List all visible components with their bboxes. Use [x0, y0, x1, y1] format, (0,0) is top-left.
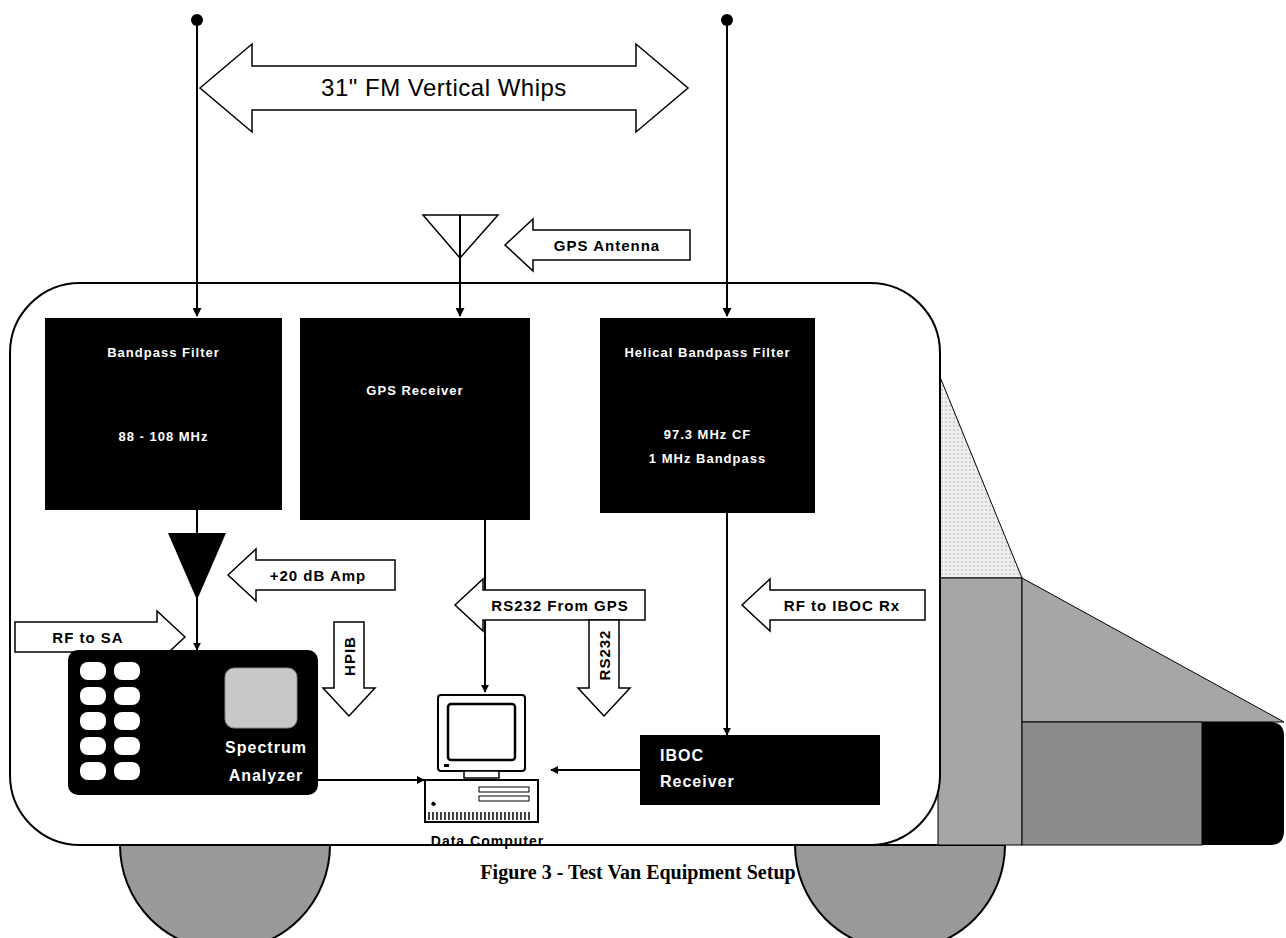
box-title: GPS Receiver [306, 382, 524, 399]
figure-caption: Figure 3 - Test Van Equipment Setup [480, 861, 795, 884]
bumper [1202, 722, 1284, 845]
box-title: Data Computer [430, 832, 545, 850]
signal-connector [726, 513, 728, 735]
panel-button [114, 687, 140, 705]
computer-illustration [424, 692, 539, 828]
panel-button [80, 662, 106, 680]
box-title: Bandpass Filter [51, 344, 276, 361]
filter-box: Helical Bandpass Filter 97.3 MHz CF 1 MHz … [600, 318, 815, 513]
hollow-arrow [323, 622, 375, 716]
analyzer-screen [225, 668, 297, 728]
box-detail: 88 - 108 MHz [51, 428, 276, 445]
callout-arrow-label: +20 dB Amp [270, 567, 367, 584]
hollow-arrow [505, 219, 690, 271]
signal-connector [318, 779, 424, 781]
spectrum-analyzer: Spectrum Analyzer [68, 650, 318, 795]
panel-button [80, 687, 106, 705]
hollow-arrow [200, 44, 688, 132]
panel-button [114, 662, 140, 680]
data-computer: Data Computer [424, 692, 551, 855]
box-title: Helical Bandpass Filter [606, 344, 809, 361]
signal-connector [551, 769, 640, 771]
panel-button [114, 712, 140, 730]
panel-button [80, 762, 106, 780]
hollow-arrow [228, 549, 395, 601]
receiver-box: GPS Receiver [300, 318, 530, 520]
box-title: IBOC Receiver [660, 743, 755, 795]
panel-button [114, 762, 140, 780]
hood [1022, 578, 1284, 722]
iboc-receiver: IBOC Receiver [640, 735, 880, 805]
panel-button [80, 737, 106, 755]
callout-arrow-label: RF to SA [52, 629, 123, 646]
callout-arrow-label: GPS Antenna [554, 237, 660, 254]
fm-whip [726, 20, 728, 316]
gps-feed [459, 215, 461, 316]
box-title: Spectrum Analyzer [216, 734, 316, 790]
windshield [938, 372, 1022, 578]
panel-button [114, 737, 140, 755]
box-detail: 97.3 MHz CF [606, 426, 809, 443]
cab-door [938, 578, 1022, 845]
wheel [120, 845, 330, 938]
hollow-arrow [578, 620, 630, 716]
bus-label: HPIB [341, 636, 358, 676]
callout-arrow-label: RF to IBOC Rx [784, 597, 900, 614]
whip-callout: 31" FM Vertical Whips [321, 74, 567, 102]
wheel [795, 845, 1005, 938]
amplifier-symbol [168, 533, 226, 600]
filter-box: Bandpass Filter 88 - 108 MHz [45, 318, 282, 510]
panel-button [80, 712, 106, 730]
bus-label: RS232 [596, 630, 613, 681]
van-body [10, 283, 940, 845]
cab-lower [1022, 722, 1202, 845]
hollow-arrow [742, 579, 925, 631]
box-detail: 1 MHz Bandpass [606, 450, 809, 467]
callout-arrow-label: RS232 From GPS [491, 597, 628, 614]
fm-whip [196, 20, 198, 316]
